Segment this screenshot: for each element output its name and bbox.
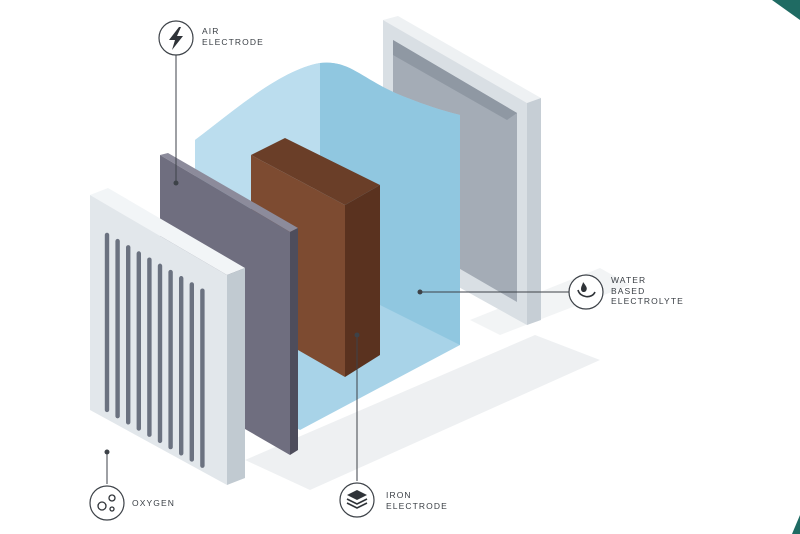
water-electrolyte-label: WATER BASED ELECTROLYTE	[611, 275, 684, 307]
iron-electrode-label: IRON ELECTRODE	[386, 490, 448, 511]
air-electrode-label-line-2: ELECTRODE	[202, 36, 264, 47]
iron-electrode-dot	[354, 332, 360, 338]
air-electrode-label: AIR ELECTRODE	[202, 26, 264, 47]
front-frame-slots	[104, 232, 205, 468]
water-electrolyte-label-line-2: BASED	[611, 285, 646, 296]
oxygen-label: OXYGEN	[132, 498, 175, 509]
top-right-accent	[772, 0, 800, 20]
lightning-bolt-icon	[158, 20, 194, 56]
electrolyte-dot	[417, 289, 423, 295]
iron-electrode-label-line-1: IRON	[386, 490, 412, 500]
bottom-right-accent	[792, 515, 800, 534]
iron-electrode-label-line-2: ELECTRODE	[386, 500, 448, 511]
water-electrolyte-label-line-3: ELECTROLYTE	[611, 296, 684, 306]
oxygen-bubbles-icon	[89, 485, 125, 521]
callout-lines	[106, 54, 570, 484]
oxygen-label-line-1: OXYGEN	[132, 498, 175, 508]
water-drop-icon	[568, 274, 604, 310]
callout-dots	[104, 180, 423, 455]
oxygen-dot	[104, 449, 110, 455]
stacked-layers-icon	[339, 482, 375, 518]
air-electrode-label-line-1: AIR	[202, 26, 220, 36]
water-electrolyte-label-line-1: WATER	[611, 275, 647, 285]
air-electrode-dot	[173, 180, 179, 186]
floor-shadow	[245, 335, 600, 490]
